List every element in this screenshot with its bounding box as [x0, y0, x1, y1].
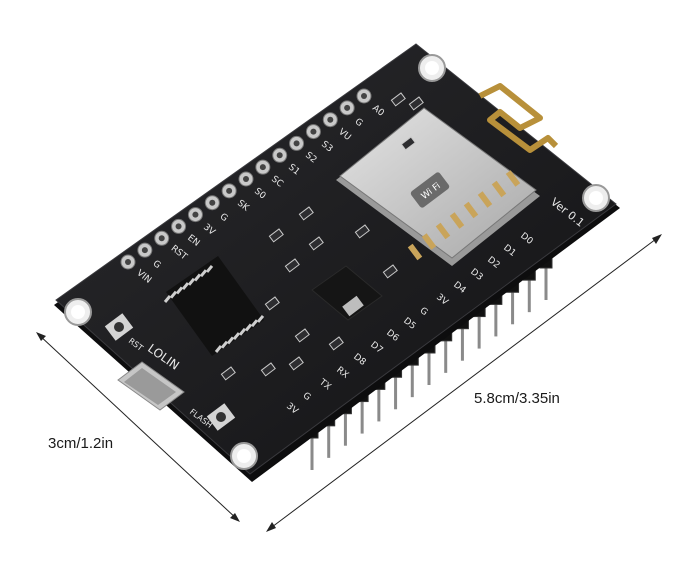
top-pin-hole-center — [344, 104, 351, 111]
flash-button[interactable] — [206, 403, 236, 431]
smd-part — [264, 296, 280, 311]
chip-leg — [220, 340, 229, 349]
usb-serial-chip — [163, 256, 265, 356]
smd-part — [294, 328, 310, 343]
rst-button[interactable] — [104, 313, 134, 341]
smd-part — [354, 224, 370, 239]
module-pad — [491, 180, 507, 198]
top-pin-hole-center — [310, 128, 317, 135]
chip-leg — [238, 327, 247, 336]
pcb-board — [54, 43, 620, 482]
chip-leg — [205, 264, 214, 273]
module-pad — [505, 170, 521, 187]
smd-components — [220, 92, 424, 381]
smd-part — [408, 96, 424, 111]
chip-leg — [256, 314, 265, 323]
module-pad — [463, 201, 479, 219]
chip-leg — [250, 319, 259, 328]
smd-part — [328, 336, 344, 351]
top-pin-hole-center — [209, 199, 216, 206]
chip-leg — [169, 290, 178, 299]
chip-leg — [244, 323, 253, 332]
chip-leg — [226, 336, 235, 345]
width-dimension-line — [36, 332, 240, 522]
smd-part — [268, 228, 284, 243]
top-header-pins — [120, 88, 372, 270]
top-pin-hole-center — [125, 259, 131, 265]
length-dimension-label: 5.8cm/3.35in — [474, 390, 560, 407]
chip-leg — [163, 295, 172, 303]
smd-part — [220, 366, 236, 381]
module-pad — [477, 191, 493, 208]
top-pin-hole-center — [141, 247, 148, 254]
module-pad — [421, 233, 437, 250]
smd-part — [382, 264, 398, 279]
top-pin-hole-center — [276, 152, 283, 159]
chip-leg — [214, 345, 223, 353]
smd-part — [308, 236, 324, 251]
length-dimension-line — [266, 234, 662, 532]
top-pin-hole-center — [243, 176, 249, 182]
top-pin-hole-center — [226, 187, 233, 194]
smd-part — [288, 356, 304, 371]
voltage-regulator — [311, 265, 383, 321]
smd-part — [400, 136, 416, 151]
module-pad — [435, 222, 451, 240]
smd-part — [298, 206, 314, 221]
chip-leg — [199, 269, 208, 278]
wifi-module-shield: Wi Fi — [336, 107, 540, 266]
chip-leg — [193, 273, 202, 282]
chip-leg — [232, 332, 241, 341]
chip-leg — [175, 286, 184, 295]
top-pin-hole-center — [361, 93, 367, 99]
top-pin-hole-center — [327, 116, 334, 123]
width-dimension-label: 3cm/1.2in — [48, 435, 114, 452]
smd-part — [284, 258, 300, 273]
top-pin-hole-center — [293, 140, 300, 147]
smd-part — [260, 362, 276, 377]
micro-usb-port[interactable] — [117, 361, 185, 411]
smd-part — [390, 92, 406, 107]
top-pin-hole-center — [158, 235, 165, 242]
module-pad — [449, 212, 465, 229]
pcb-antenna — [478, 83, 559, 153]
top-pin-hole-center — [192, 211, 199, 218]
top-pin-hole-center — [175, 223, 182, 230]
chip-leg — [187, 277, 196, 286]
mounting-holes — [64, 54, 610, 470]
chip-leg — [181, 282, 190, 291]
module-pad — [407, 243, 423, 261]
top-pin-hole-center — [259, 164, 266, 171]
